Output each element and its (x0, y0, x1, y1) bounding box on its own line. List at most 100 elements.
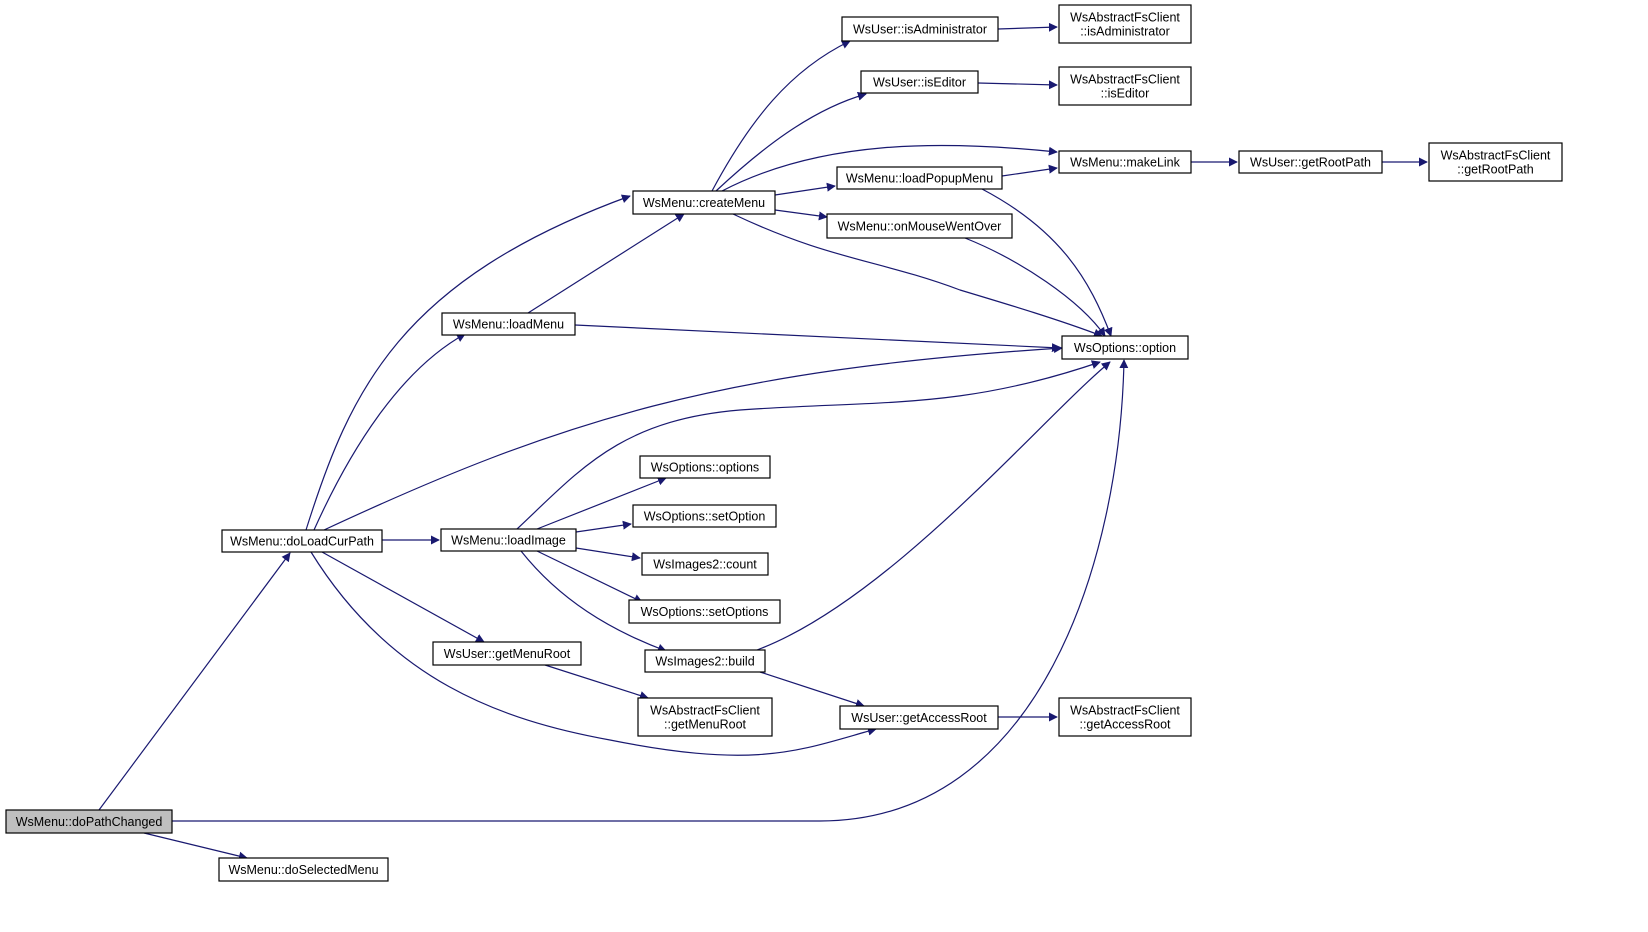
node-label: WsUser::isAdministrator (853, 23, 987, 37)
node-count[interactable]: WsImages2::count (641, 552, 769, 576)
node-box (1428, 142, 1563, 182)
node-afcGetRootPath[interactable]: WsAbstractFsClient::getRootPath (1428, 142, 1563, 182)
node-label: WsMenu::doSelectedMenu (228, 863, 378, 877)
node-label: WsMenu::loadMenu (453, 318, 564, 332)
node-label: WsMenu::createMenu (643, 196, 765, 210)
node-box (441, 312, 576, 336)
node-box (1061, 335, 1189, 360)
node-label: WsUser::getAccessRoot (851, 711, 987, 725)
edge-createMenu-to-onMouseWentOver (774, 209, 828, 221)
node-label: WsAbstractFsClient (1070, 73, 1180, 87)
edge-createMenu-to-loadPopupMenu (774, 182, 836, 196)
edge-loadImage-to-count (575, 547, 641, 562)
node-createMenu[interactable]: WsMenu::createMenu (632, 190, 776, 215)
node-build[interactable]: WsImages2::build (644, 649, 766, 673)
node-label: WsAbstractFsClient (1070, 704, 1180, 718)
edge-doLoadCurPath-to-createMenu (305, 194, 631, 531)
node-label: WsMenu::makeLink (1070, 156, 1181, 170)
edge-loadImage-to-options (536, 476, 667, 530)
node-box (841, 16, 999, 42)
node-label: WsMenu::loadPopupMenu (846, 172, 993, 186)
node-afcGetMenuRoot[interactable]: WsAbstractFsClient::getMenuRoot (637, 697, 773, 737)
edge-doLoadCurPath-to-getMenuRoot (321, 551, 485, 643)
node-box (632, 504, 777, 528)
node-box (836, 166, 1003, 190)
edge-createMenu-to-makeLink (721, 144, 1058, 192)
node-label: WsUser::isEditor (873, 76, 966, 90)
node-doPathChanged[interactable]: WsMenu::doPathChanged (5, 809, 173, 834)
edge-createMenu-to-option (732, 213, 1103, 338)
edge-doPathChanged-to-doSelectedMenu (143, 832, 248, 861)
node-option[interactable]: WsOptions::option (1061, 335, 1189, 360)
node-box (632, 190, 776, 215)
node-box (641, 552, 769, 576)
node-loadImage[interactable]: WsMenu::loadImage (440, 528, 577, 552)
edge-isEditor-to-afcIsEditor (977, 80, 1058, 90)
edges-layer (98, 22, 1428, 861)
node-box (440, 528, 577, 552)
edge-createMenu-to-isEditor (715, 91, 867, 192)
edge-loadPopupMenu-to-option (981, 188, 1113, 337)
node-loadPopupMenu[interactable]: WsMenu::loadPopupMenu (836, 166, 1003, 190)
node-box (218, 857, 389, 882)
node-label: ::getMenuRoot (664, 718, 747, 732)
node-box (639, 455, 771, 479)
edge-loadImage-to-option (516, 360, 1101, 530)
node-label: WsUser::getMenuRoot (444, 647, 571, 661)
node-box (432, 641, 582, 666)
node-box (5, 809, 173, 834)
edge-createMenu-to-isAdministrator (711, 40, 851, 192)
node-box (826, 213, 1013, 239)
edge-loadImage-to-build (520, 550, 667, 653)
node-afcIsEditor[interactable]: WsAbstractFsClient::isEditor (1058, 66, 1192, 106)
edge-doLoadCurPath-to-getAccessRoot (310, 551, 877, 756)
node-getMenuRoot[interactable]: WsUser::getMenuRoot (432, 641, 582, 666)
edge-loadImage-to-setOption (575, 520, 632, 533)
node-options[interactable]: WsOptions::options (639, 455, 771, 479)
node-label: WsUser::getRootPath (1250, 156, 1371, 170)
edge-build-to-getAccessRoot (759, 671, 865, 708)
edge-onMouseWentOver-to-option (964, 237, 1106, 337)
node-label: WsMenu::onMouseWentOver (838, 220, 1002, 234)
node-doSelectedMenu[interactable]: WsMenu::doSelectedMenu (218, 857, 389, 882)
node-setOptions[interactable]: WsOptions::setOptions (628, 599, 781, 624)
node-label: WsOptions::setOptions (641, 605, 769, 619)
node-box (1058, 697, 1192, 737)
node-label: WsMenu::loadImage (451, 534, 566, 548)
node-label: WsMenu::doPathChanged (16, 815, 163, 829)
node-getAccessRoot[interactable]: WsUser::getAccessRoot (839, 705, 999, 730)
node-label: ::getRootPath (1457, 163, 1533, 177)
node-label: ::isEditor (1101, 87, 1150, 101)
node-box (860, 70, 979, 94)
edge-build-to-option (756, 361, 1111, 651)
node-label: ::isAdministrator (1080, 25, 1170, 39)
node-box (1058, 66, 1192, 106)
node-loadMenu[interactable]: WsMenu::loadMenu (441, 312, 576, 336)
node-onMouseWentOver[interactable]: WsMenu::onMouseWentOver (826, 213, 1013, 239)
node-isAdministrator[interactable]: WsUser::isAdministrator (841, 16, 999, 42)
node-label: WsOptions::option (1074, 341, 1176, 355)
node-label: WsMenu::doLoadCurPath (230, 535, 374, 549)
node-label: WsAbstractFsClient (1441, 149, 1551, 163)
node-box (221, 529, 383, 553)
node-box (637, 697, 773, 737)
edge-doPathChanged-to-option (172, 359, 1129, 822)
edge-loadPopupMenu-to-makeLink (1001, 164, 1058, 177)
node-makeLink[interactable]: WsMenu::makeLink (1058, 150, 1192, 174)
edge-loadImage-to-setOptions (536, 550, 643, 603)
edge-doLoadCurPath-to-loadMenu (313, 333, 466, 531)
node-box (628, 599, 781, 624)
node-doLoadCurPath[interactable]: WsMenu::doLoadCurPath (221, 529, 383, 553)
node-label: WsImages2::build (655, 655, 754, 669)
node-label: WsOptions::setOption (644, 510, 766, 524)
node-setOption[interactable]: WsOptions::setOption (632, 504, 777, 528)
node-afcIsAdministrator[interactable]: WsAbstractFsClient::isAdministrator (1058, 4, 1192, 44)
edge-getMenuRoot-to-afcGetMenuRoot (544, 664, 649, 700)
node-label: WsAbstractFsClient (1070, 11, 1180, 25)
node-isEditor[interactable]: WsUser::isEditor (860, 70, 979, 94)
node-box (839, 705, 999, 730)
node-afcGetAccessRoot[interactable]: WsAbstractFsClient::getAccessRoot (1058, 697, 1192, 737)
node-getRootPath[interactable]: WsUser::getRootPath (1238, 150, 1383, 174)
edge-loadMenu-to-createMenu (527, 213, 685, 314)
